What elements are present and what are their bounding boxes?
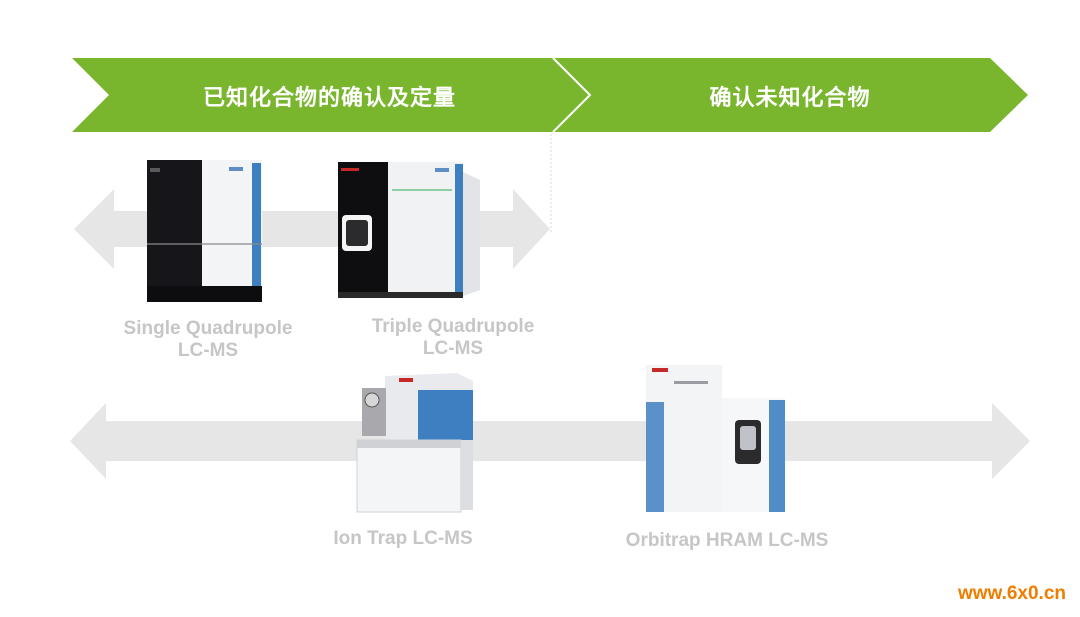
ion-trap-label-line1: Ion Trap LC-MS: [333, 528, 473, 549]
stage-chevron-known: [72, 58, 590, 132]
orbitrap-label: Orbitrap HRAM LC-MS: [596, 530, 858, 552]
orbitrap-label-line1: Orbitrap HRAM LC-MS: [625, 530, 829, 551]
ion-trap-label: Ion Trap LC-MS: [303, 528, 503, 550]
lower-range-arrow: [70, 403, 1030, 479]
stage-chevron-unknown: [553, 58, 1028, 132]
triple-quadrupole-instrument-image: [338, 162, 480, 298]
single-quadrupole-label: Single Quadrupole LC-MS: [104, 318, 312, 362]
orbitrap-instrument-image: [646, 365, 785, 512]
upper-range-arrow: [74, 189, 550, 269]
triple-quadrupole-label: Triple Quadrupole LC-MS: [349, 316, 557, 360]
triple-quadrupole-label-line1: Triple Quadrupole: [371, 316, 535, 337]
single-quadrupole-label-line2: LC-MS: [177, 340, 239, 361]
single-quadrupole-label-line1: Single Quadrupole: [123, 318, 293, 339]
chevron-separator: [552, 57, 592, 133]
stage-unknown-label: 确认未知化合物: [709, 86, 871, 111]
process-chevrons: [72, 57, 1028, 133]
ion-trap-instrument-image: [356, 373, 473, 513]
single-quadrupole-instrument-image: [147, 160, 262, 302]
triple-quadrupole-label-line2: LC-MS: [422, 338, 484, 359]
stage-known-label: 已知化合物的确认及定量: [202, 86, 456, 111]
site-watermark: www.6x0.cn: [957, 583, 1066, 604]
